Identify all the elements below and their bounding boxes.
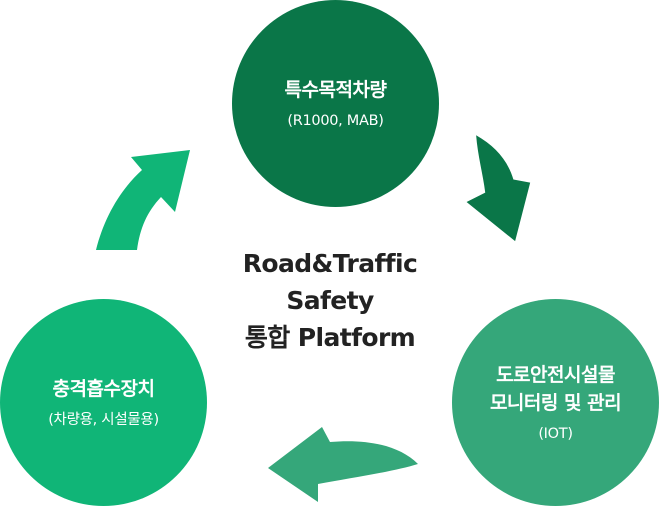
node-crash-cushion-title: 충격흡수장치 [52,377,155,400]
node-road-safety-monitoring: 도로안전시설물 모니터링 및 관리 (IOT) [452,299,659,506]
node-crash-cushion-subtitle: (차량용, 시설물용) [48,411,159,428]
arrow-left-to-top-icon [96,150,190,250]
node-road-safety-title-line1: 도로안전시설물 [496,363,615,386]
platform-title: Road&Traffic Safety 통합 Platform [180,245,480,356]
arrow-right-to-left-icon [268,427,418,502]
platform-title-line1: Road&Traffic [242,249,418,278]
arrow-top-to-right-icon [466,135,531,242]
platform-title-line3: 통합 Platform [244,323,416,352]
node-special-vehicle-title: 특수목적차량 [284,78,387,101]
node-road-safety-title-line2: 모니터링 및 관리 [489,391,622,414]
node-crash-cushion: 충격흡수장치 (차량용, 시설물용) [0,299,207,506]
node-special-vehicle: 특수목적차량 (R1000, MAB) [232,0,439,207]
node-special-vehicle-subtitle: (R1000, MAB) [287,112,384,129]
node-road-safety-subtitle: (IOT) [538,425,573,442]
platform-title-line2: Safety [286,286,374,315]
